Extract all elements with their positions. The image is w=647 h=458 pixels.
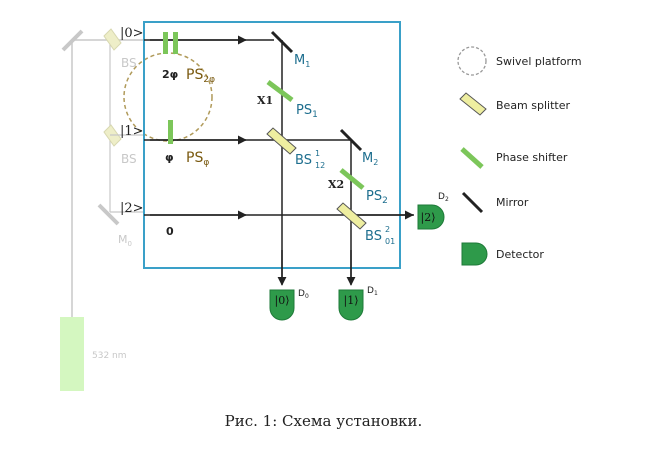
mirror-m1 [270, 30, 294, 54]
svg-text:BS: BS [295, 153, 312, 168]
label-bs-top: BS [121, 56, 137, 70]
legend: Swivel platform Beam splitter Phase shif… [457, 46, 582, 266]
mirror-m0 [97, 203, 120, 226]
label-m2: M2 [362, 151, 378, 167]
svg-text:2: 2 [385, 225, 390, 234]
source-section: BS BS M0 532 nm [60, 28, 144, 391]
laser-source [60, 317, 84, 391]
legend-beam-splitter-label: Beam splitter [496, 99, 570, 112]
ket-detector-d1: |1⟩ [344, 294, 359, 308]
label-ps1: PS1 [296, 103, 318, 120]
label-m0: M0 [118, 233, 132, 248]
ket-detector-d0: |0⟩ [275, 294, 290, 308]
phase-shifter-2phi-b [173, 32, 178, 54]
svg-text:BS: BS [365, 229, 382, 244]
legend-detector-icon [461, 242, 488, 266]
label-bs12: BS 1 12 [295, 149, 325, 170]
legend-detector-label: Detector [496, 248, 544, 261]
legend-mirror-label: Mirror [496, 196, 529, 209]
detector-d1 [338, 289, 364, 321]
label-m1: M1 [294, 53, 310, 69]
label-x2: X2 [328, 178, 344, 191]
label-ps-2phi: PS2φ [186, 67, 215, 85]
phase-value-zero: 0 [166, 225, 174, 238]
svg-text:1: 1 [315, 149, 320, 158]
ket-state-1: |1> [120, 124, 144, 139]
label-x1: X1 [257, 94, 273, 107]
label-ps-phi: PSφ [186, 150, 209, 168]
swivel-platform [123, 52, 213, 142]
svg-text:01: 01 [385, 237, 395, 246]
legend-phase-shifter-label: Phase shifter [496, 151, 568, 164]
detector-d2 [417, 204, 445, 230]
label-d0: D0 [298, 289, 309, 300]
detector-d0 [269, 289, 295, 321]
phase-value-2phi: 2φ [162, 68, 178, 81]
ket-state-2: |2> [120, 201, 144, 216]
legend-mirror-icon [461, 191, 484, 214]
legend-phase-shifter-icon [460, 147, 484, 169]
label-laser: 532 nm [92, 351, 127, 361]
legend-beam-splitter-icon [459, 92, 487, 116]
beam-splitter-bs01 [336, 202, 367, 230]
phase-shifter-phi [168, 120, 173, 144]
phase-shifter-ps1 [266, 80, 294, 102]
svg-text:12: 12 [315, 161, 325, 170]
mirror-m2 [339, 128, 363, 152]
legend-swivel-icon [457, 46, 487, 76]
figure-caption: Рис. 1: Схема установки. [224, 412, 423, 430]
phase-shifter-ps2 [339, 168, 365, 190]
label-ps2: PS2 [366, 189, 388, 206]
label-d2: D2 [438, 192, 449, 203]
beam-splitter-bs12 [266, 127, 297, 155]
ket-state-0: |0> [120, 26, 144, 41]
beam-splitter-top [103, 28, 122, 51]
beams [144, 35, 414, 286]
phase-value-phi: φ [165, 151, 174, 164]
mirror-laser-top [61, 29, 84, 52]
legend-swivel-label: Swivel platform [496, 55, 582, 68]
interferometer-box [143, 21, 401, 269]
label-bs01: BS 2 01 [365, 225, 395, 246]
phase-shifter-2phi-a [163, 32, 168, 54]
label-d1: D1 [367, 286, 378, 297]
ket-detector-d2: |2⟩ [421, 211, 436, 225]
label-bs-mid: BS [121, 152, 137, 166]
